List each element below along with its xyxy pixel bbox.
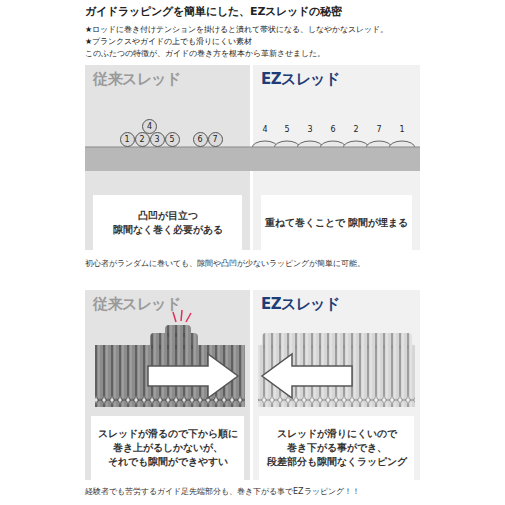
- thread-circle: 7: [208, 132, 223, 147]
- note-text: 経験者でも苦労するガイド足先端部分も、巻き下がる事でEZラッピング！！: [85, 486, 360, 497]
- direction-arrows: [148, 354, 352, 398]
- panel-heading: 従来スレッド: [85, 65, 250, 89]
- thread-panel: 従来スレッドスレッドが滑るので下から順に 巻き上がるしかないが、 それでも隙間が…: [85, 290, 250, 480]
- circle-number: 2: [135, 132, 150, 147]
- title: ガイドラッピングを簡単にした、EZスレッドの秘密: [85, 4, 343, 19]
- caption-box: 凸凹が目立つ 隙間なく巻く必要がある: [93, 195, 242, 251]
- note-text: ★ブランクスやガイドの上でも滑りにくい素材: [85, 36, 252, 47]
- caption-text: スレッドが滑るので下から順に 巻き上がるしかないが、 それでも隙間ができやすい: [91, 427, 244, 470]
- panel-heading: EZスレッド: [253, 65, 420, 89]
- thread-circle: 5: [165, 132, 180, 147]
- caption-text: スレッドが滑りにくいので 巻き下がる事ができ、 段差部分も隙間なくラッピング: [259, 427, 414, 470]
- circle-number: 4: [142, 119, 157, 134]
- circle-number: 5: [165, 132, 180, 147]
- caption-box: スレッドが滑るので下から順に 巻き上がるしかないが、 それでも隙間ができやすい: [91, 416, 244, 480]
- rod-blank: [85, 147, 420, 171]
- thread-circle: 4: [142, 119, 157, 134]
- thread-panel: 従来スレッド 4123567 凸凹が目立つ 隙間なく巻く必要がある: [85, 65, 250, 250]
- circle-number: 7: [208, 132, 223, 147]
- callout-number: 3: [307, 125, 312, 134]
- callout-number: 2: [353, 125, 358, 134]
- callout-number: 7: [376, 125, 381, 134]
- thread-circle: 6: [193, 132, 208, 147]
- caption-box: スレッドが滑りにくいので 巻き下がる事ができ、 段差部分も隙間なくラッピング: [259, 416, 414, 480]
- wrapped-coil-left: [95, 310, 245, 407]
- wrapped-coil-right: [258, 333, 415, 407]
- caption-text: 凸凹が目立つ 隙間なく巻く必要がある: [93, 209, 242, 238]
- thread-circle: 1: [120, 132, 135, 147]
- thread-panel: EZスレッドスレッドが滑りにくいので 巻き下がる事ができ、 段差部分も隙間なくラ…: [253, 290, 420, 480]
- callout-number: 4: [262, 125, 267, 134]
- note-text: 初心者がランダムに巻いても、隙間や凸凹が少ないラッピングが簡単に可能。: [85, 258, 365, 269]
- note-text: ★ロッドに巻き付けテンションを掛けると潰れて帯状になる、しなやかなスレッド。: [85, 24, 388, 35]
- panel-heading: 従来スレッド: [85, 290, 250, 314]
- circle-number: 3: [150, 132, 165, 147]
- panel-grounds: [85, 65, 420, 480]
- callout-number: 6: [330, 125, 335, 134]
- callout-number: 5: [284, 125, 289, 134]
- caption-text: 重ねて巻くことで 隙間が埋まる: [261, 216, 412, 230]
- panel-heading: EZスレッド: [253, 290, 420, 314]
- thread-panel: EZスレッド重ねて巻くことで 隙間が埋まる: [253, 65, 420, 250]
- caption-box: 重ねて巻くことで 隙間が埋まる: [261, 195, 412, 251]
- thread-circle: 3: [150, 132, 165, 147]
- note-text: このふたつの特徴が、ガイドの巻き方を根本から革新させました。: [85, 48, 325, 59]
- callout-number: 1: [399, 125, 404, 134]
- circle-number: 6: [193, 132, 208, 147]
- circle-number: 1: [120, 132, 135, 147]
- thread-circle: 2: [135, 132, 150, 147]
